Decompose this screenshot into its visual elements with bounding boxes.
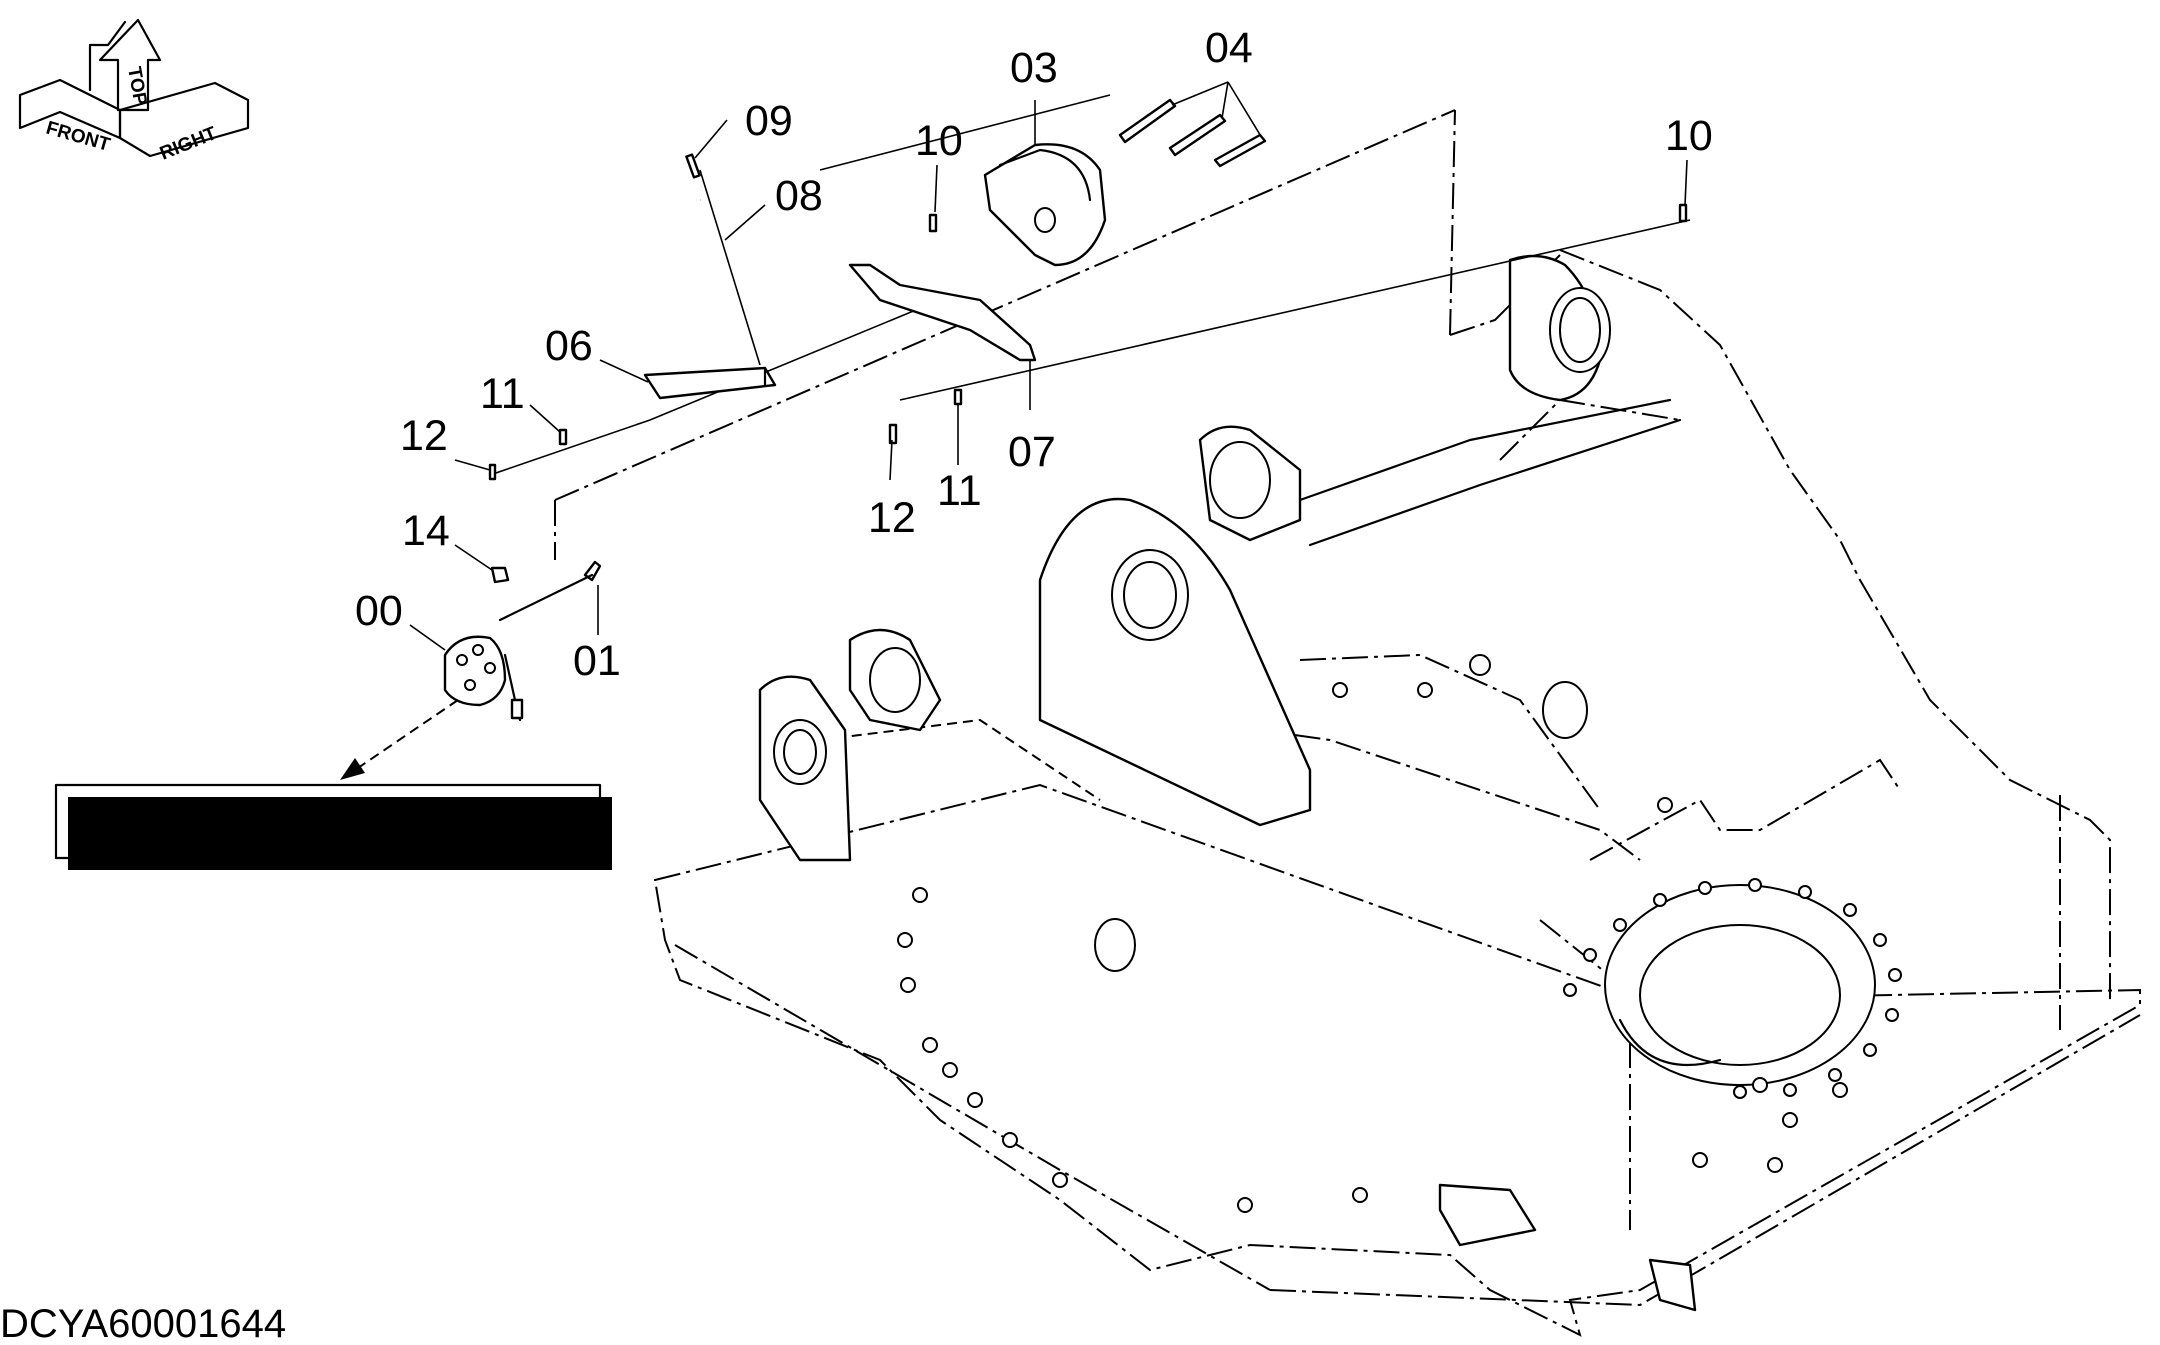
exploded-parts [340, 94, 1691, 780]
callout-10-right: 10 [1665, 112, 1713, 160]
callout-11-left: 11 [480, 370, 525, 418]
callout-00: 00 [355, 587, 403, 635]
drawing-code: DCYA60001644 [0, 1302, 286, 1345]
callout-12-right: 12 [868, 494, 916, 542]
callout-labels: 03 04 09 08 10 10 06 11 12 07 11 12 14 0… [355, 24, 1713, 685]
orientation-right-label: RIGHT [157, 123, 220, 165]
orientation-indicator: FRONT TOP RIGHT [18, 18, 250, 165]
callout-10-left: 10 [915, 117, 963, 165]
callout-14: 14 [402, 507, 450, 555]
callout-08: 08 [775, 172, 823, 220]
reference-box-label: to LOWER BOOM (4.1m) [88, 806, 528, 849]
swing-bearing-mount [1563, 878, 1902, 1099]
callout-12-left: 12 [400, 412, 448, 460]
orientation-front-label: FRONT [44, 118, 113, 156]
callout-06: 06 [545, 322, 593, 370]
callout-03: 03 [1010, 44, 1058, 92]
callout-04: 04 [1205, 24, 1253, 72]
orientation-top-label: TOP [123, 65, 150, 107]
callout-11-right: 11 [937, 467, 982, 515]
callout-01: 01 [573, 637, 621, 685]
boom-foot-bosses [758, 254, 1682, 862]
callout-07: 07 [1008, 428, 1056, 476]
frame-mount-holes [897, 654, 1848, 1312]
reference-box: to LOWER BOOM (4.1m) [54, 783, 612, 870]
callout-09: 09 [745, 97, 793, 145]
leader-lines [409, 81, 1688, 651]
